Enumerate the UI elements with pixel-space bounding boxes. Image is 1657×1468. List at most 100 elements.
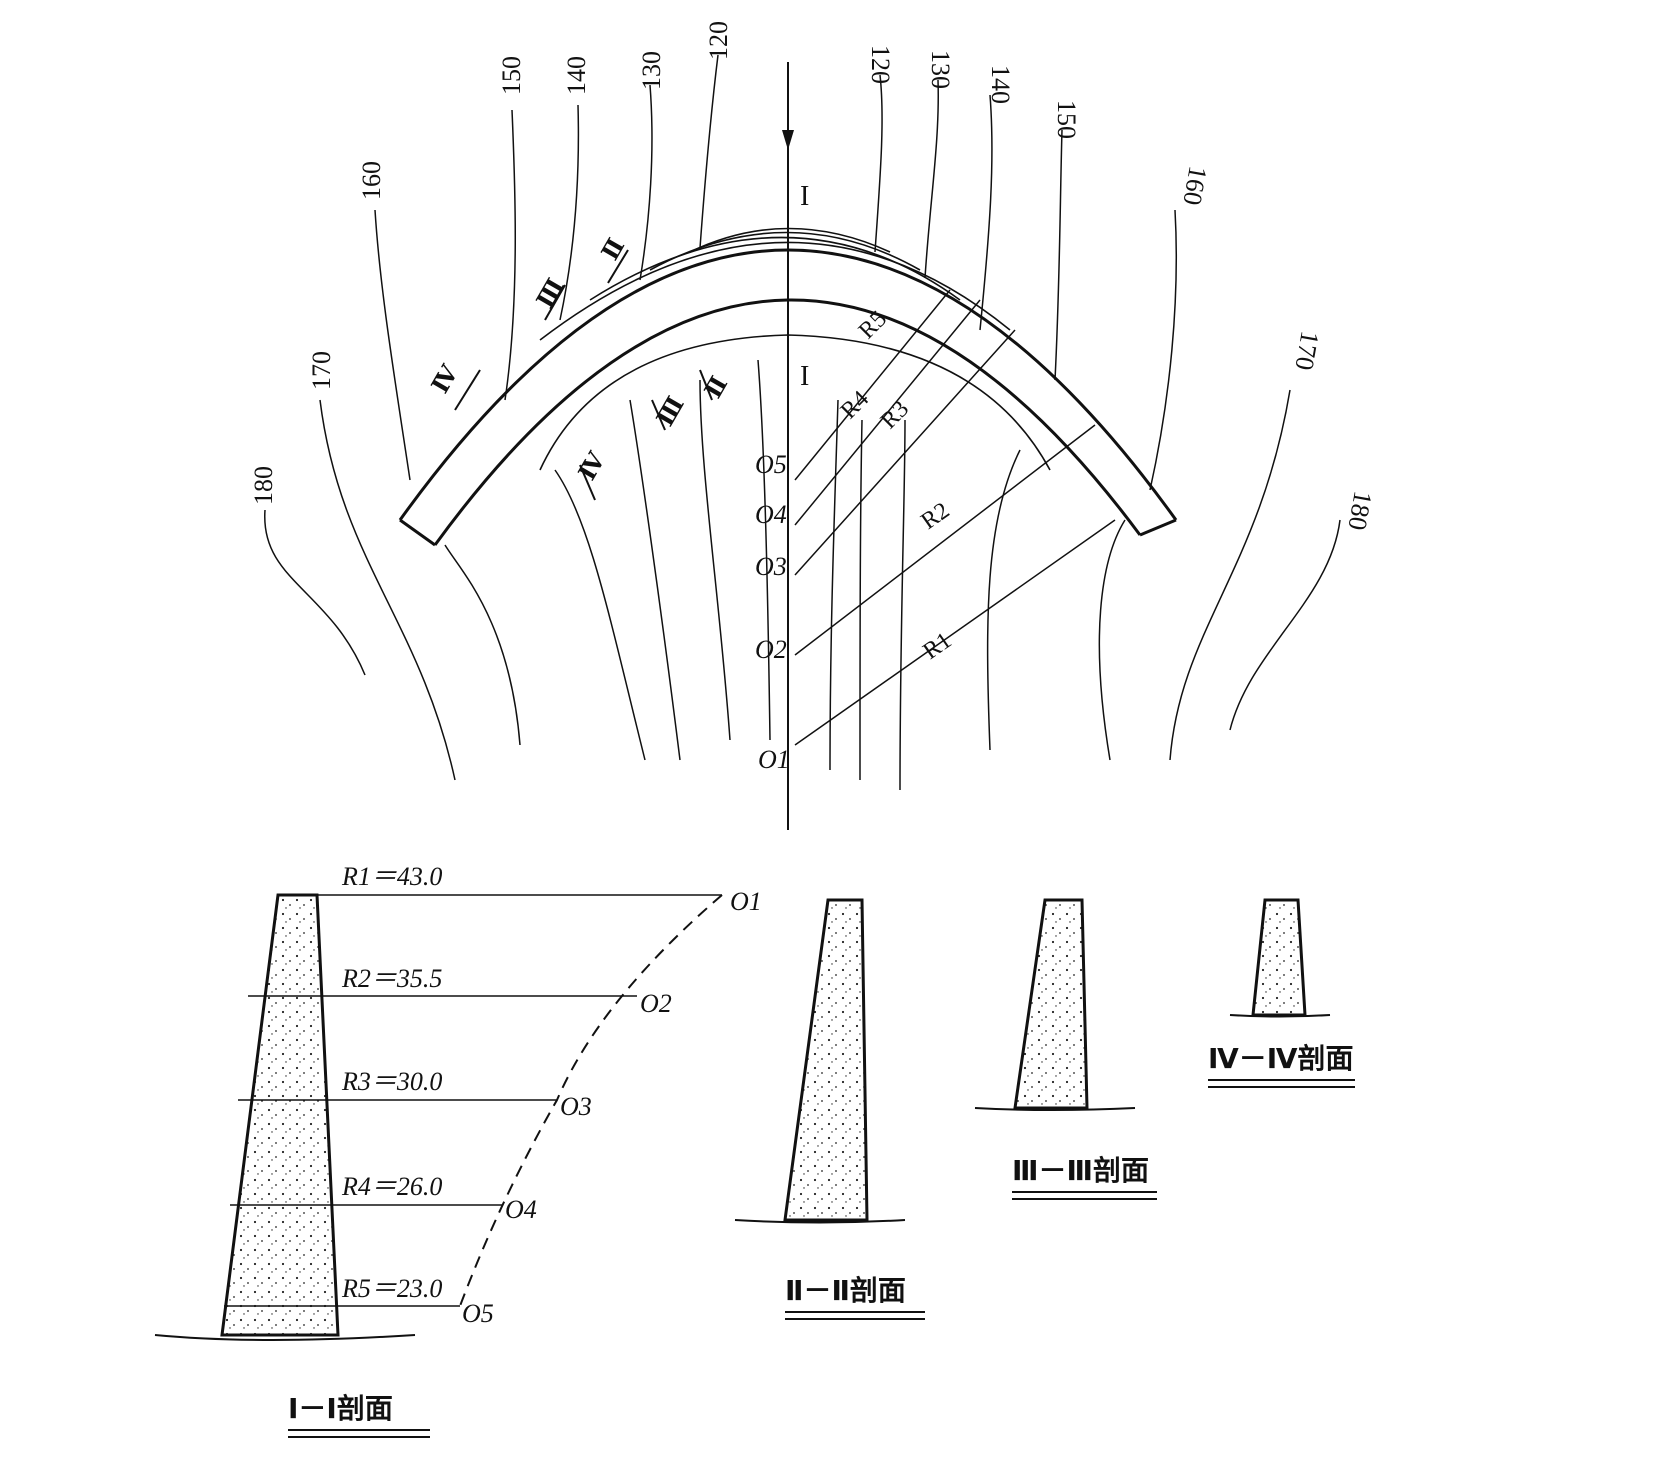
contour-label: 180 (249, 466, 278, 505)
arch-crest-outer (398, 248, 1178, 521)
section-1-r3-label: R3＝30.0 (341, 1067, 442, 1096)
radius-line-r3 (794, 329, 1016, 576)
contour-down-right-5 (1098, 519, 1126, 761)
section-3-body (1013, 898, 1089, 1110)
contour-left-130 (639, 84, 653, 281)
contour-left-140 (559, 104, 580, 321)
section-mark-down-iv (579, 464, 596, 501)
contour-label: 120 (704, 21, 733, 60)
section-mark-down-iii (651, 399, 666, 431)
contour-right-150 (1054, 129, 1063, 381)
contour-right-170 (1169, 389, 1291, 761)
section-3-caption: Ⅲ－Ⅲ剖面 (1012, 1154, 1149, 1187)
section-1-o5: O5 (462, 1299, 494, 1328)
section-1-center-locus (459, 894, 723, 1307)
section-2-body (783, 898, 869, 1222)
axis-label-bottom: I (800, 361, 809, 392)
section-3-ground (974, 1107, 1136, 1111)
arch-ring-2 (589, 236, 961, 301)
contour-label: 180 (1342, 489, 1377, 532)
section-numeral: Ⅳ (428, 361, 465, 398)
contour-left-150 (504, 109, 517, 401)
contour-label: 140 (986, 65, 1015, 104)
contour-label: 160 (1177, 164, 1212, 207)
section-1: R1＝43.0 R2＝35.5 R3＝30.0 R4＝26.0 R5＝23.0 … (154, 862, 762, 1438)
contour-down-left-3 (629, 399, 681, 761)
section-2: Ⅱ－Ⅱ剖面 (734, 898, 925, 1320)
radius-line-r2 (794, 424, 1096, 656)
section-4-caption: Ⅳ－Ⅳ剖面 (1208, 1042, 1354, 1075)
contour-label: 150 (1052, 100, 1081, 139)
center-label: O2 (755, 635, 787, 664)
contour-left-180 (264, 509, 366, 676)
section-1-o4: O4 (505, 1195, 537, 1224)
section-1-o2: O2 (640, 989, 672, 1018)
contour-label: 170 (1289, 329, 1324, 372)
contour-down-left-2 (554, 469, 646, 761)
axis-label-top: I (800, 181, 809, 212)
contour-down-left-5 (757, 359, 771, 741)
section-4-body (1251, 898, 1307, 1017)
radius-label: R4 (836, 386, 874, 424)
contour-down-right-3 (899, 419, 906, 791)
arch-foot (539, 334, 1051, 471)
contour-label: 130 (926, 50, 955, 89)
section-mark-down-ii (699, 369, 713, 401)
contour-down-right-4 (986, 449, 1021, 751)
section-numeral: Ⅳ (575, 448, 612, 485)
contour-label: 170 (307, 351, 336, 390)
section-1-r5-label: R5＝23.0 (341, 1274, 442, 1303)
flow-arrow (782, 130, 794, 150)
contour-right-130 (924, 79, 939, 279)
center-label: O1 (758, 745, 790, 774)
section-2-ground (734, 1219, 906, 1224)
contour-down-left-1 (444, 544, 521, 746)
contour-label: 150 (497, 56, 526, 95)
center-label: O5 (755, 450, 787, 479)
arch-ring-1 (539, 241, 1011, 341)
section-numeral: Ⅱ (598, 234, 631, 265)
plan-view: 150 140 130 120 160 170 180 120 130 140 … (249, 21, 1378, 830)
arch-ring-3 (649, 231, 921, 271)
section-numeral: Ⅲ (533, 275, 570, 313)
radius-line-r4 (794, 299, 981, 526)
arch-crest-inner (433, 298, 1142, 546)
contour-right-140 (979, 94, 993, 331)
section-1-o3: O3 (560, 1092, 592, 1121)
contour-label: 160 (357, 161, 386, 200)
section-1-o1: O1 (730, 887, 762, 916)
arch-end-left (399, 518, 436, 547)
center-label: O4 (755, 500, 787, 529)
section-4: Ⅳ－Ⅳ剖面 (1208, 898, 1355, 1088)
section-3: Ⅲ－Ⅲ剖面 (974, 898, 1157, 1200)
section-mark-up-iii (544, 284, 566, 321)
radius-line-r1 (794, 519, 1116, 746)
contour-down-left-4 (699, 379, 731, 741)
arch-end-right (1139, 518, 1177, 537)
contour-right-180 (1229, 519, 1341, 731)
radius-label: R2 (917, 498, 955, 535)
section-1-r2-label: R2＝35.5 (341, 964, 442, 993)
radius-label: R5 (854, 306, 892, 344)
radius-label: R3 (876, 396, 914, 434)
contour-label: 130 (637, 51, 666, 90)
section-1-r1-label: R1＝43.0 (341, 862, 442, 891)
radius-line-r5 (794, 289, 951, 481)
contour-right-160 (1149, 209, 1178, 491)
radius-label: R1 (919, 628, 957, 665)
contour-label: 140 (562, 56, 591, 95)
section-numeral: Ⅲ (653, 393, 690, 431)
contour-label: 120 (866, 45, 895, 84)
section-4-ground (1229, 1014, 1331, 1018)
section-1-caption: Ⅰ－Ⅰ剖面 (288, 1392, 393, 1425)
contour-left-160 (374, 209, 411, 481)
section-mark-up-iv (454, 369, 481, 411)
contour-left-170 (319, 399, 456, 781)
section-1-body (220, 893, 340, 1337)
contour-left-120 (699, 54, 719, 249)
section-2-caption: Ⅱ－Ⅱ剖面 (785, 1274, 906, 1307)
contour-down-right-1 (829, 399, 839, 771)
section-1-ground (154, 1334, 416, 1341)
